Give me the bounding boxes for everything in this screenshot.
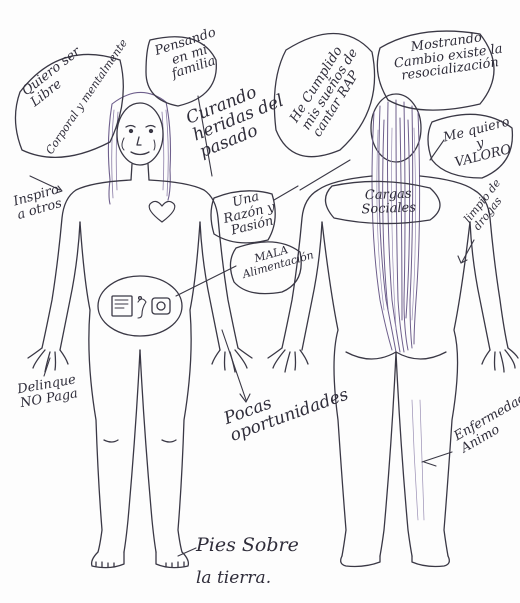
pointer-lines [30,96,474,556]
microphone-icon [138,299,146,318]
heart-icon [149,201,175,222]
note-cargas-sociales: Cargas Sociales [342,187,435,217]
notebook-icon [112,296,132,316]
front-figure [28,92,252,567]
back-figure [268,94,518,567]
note-pies-sobre: Pies Sobre [196,536,299,556]
camera-icon [152,298,170,314]
note-la-tierra: la tierra. [196,570,271,588]
